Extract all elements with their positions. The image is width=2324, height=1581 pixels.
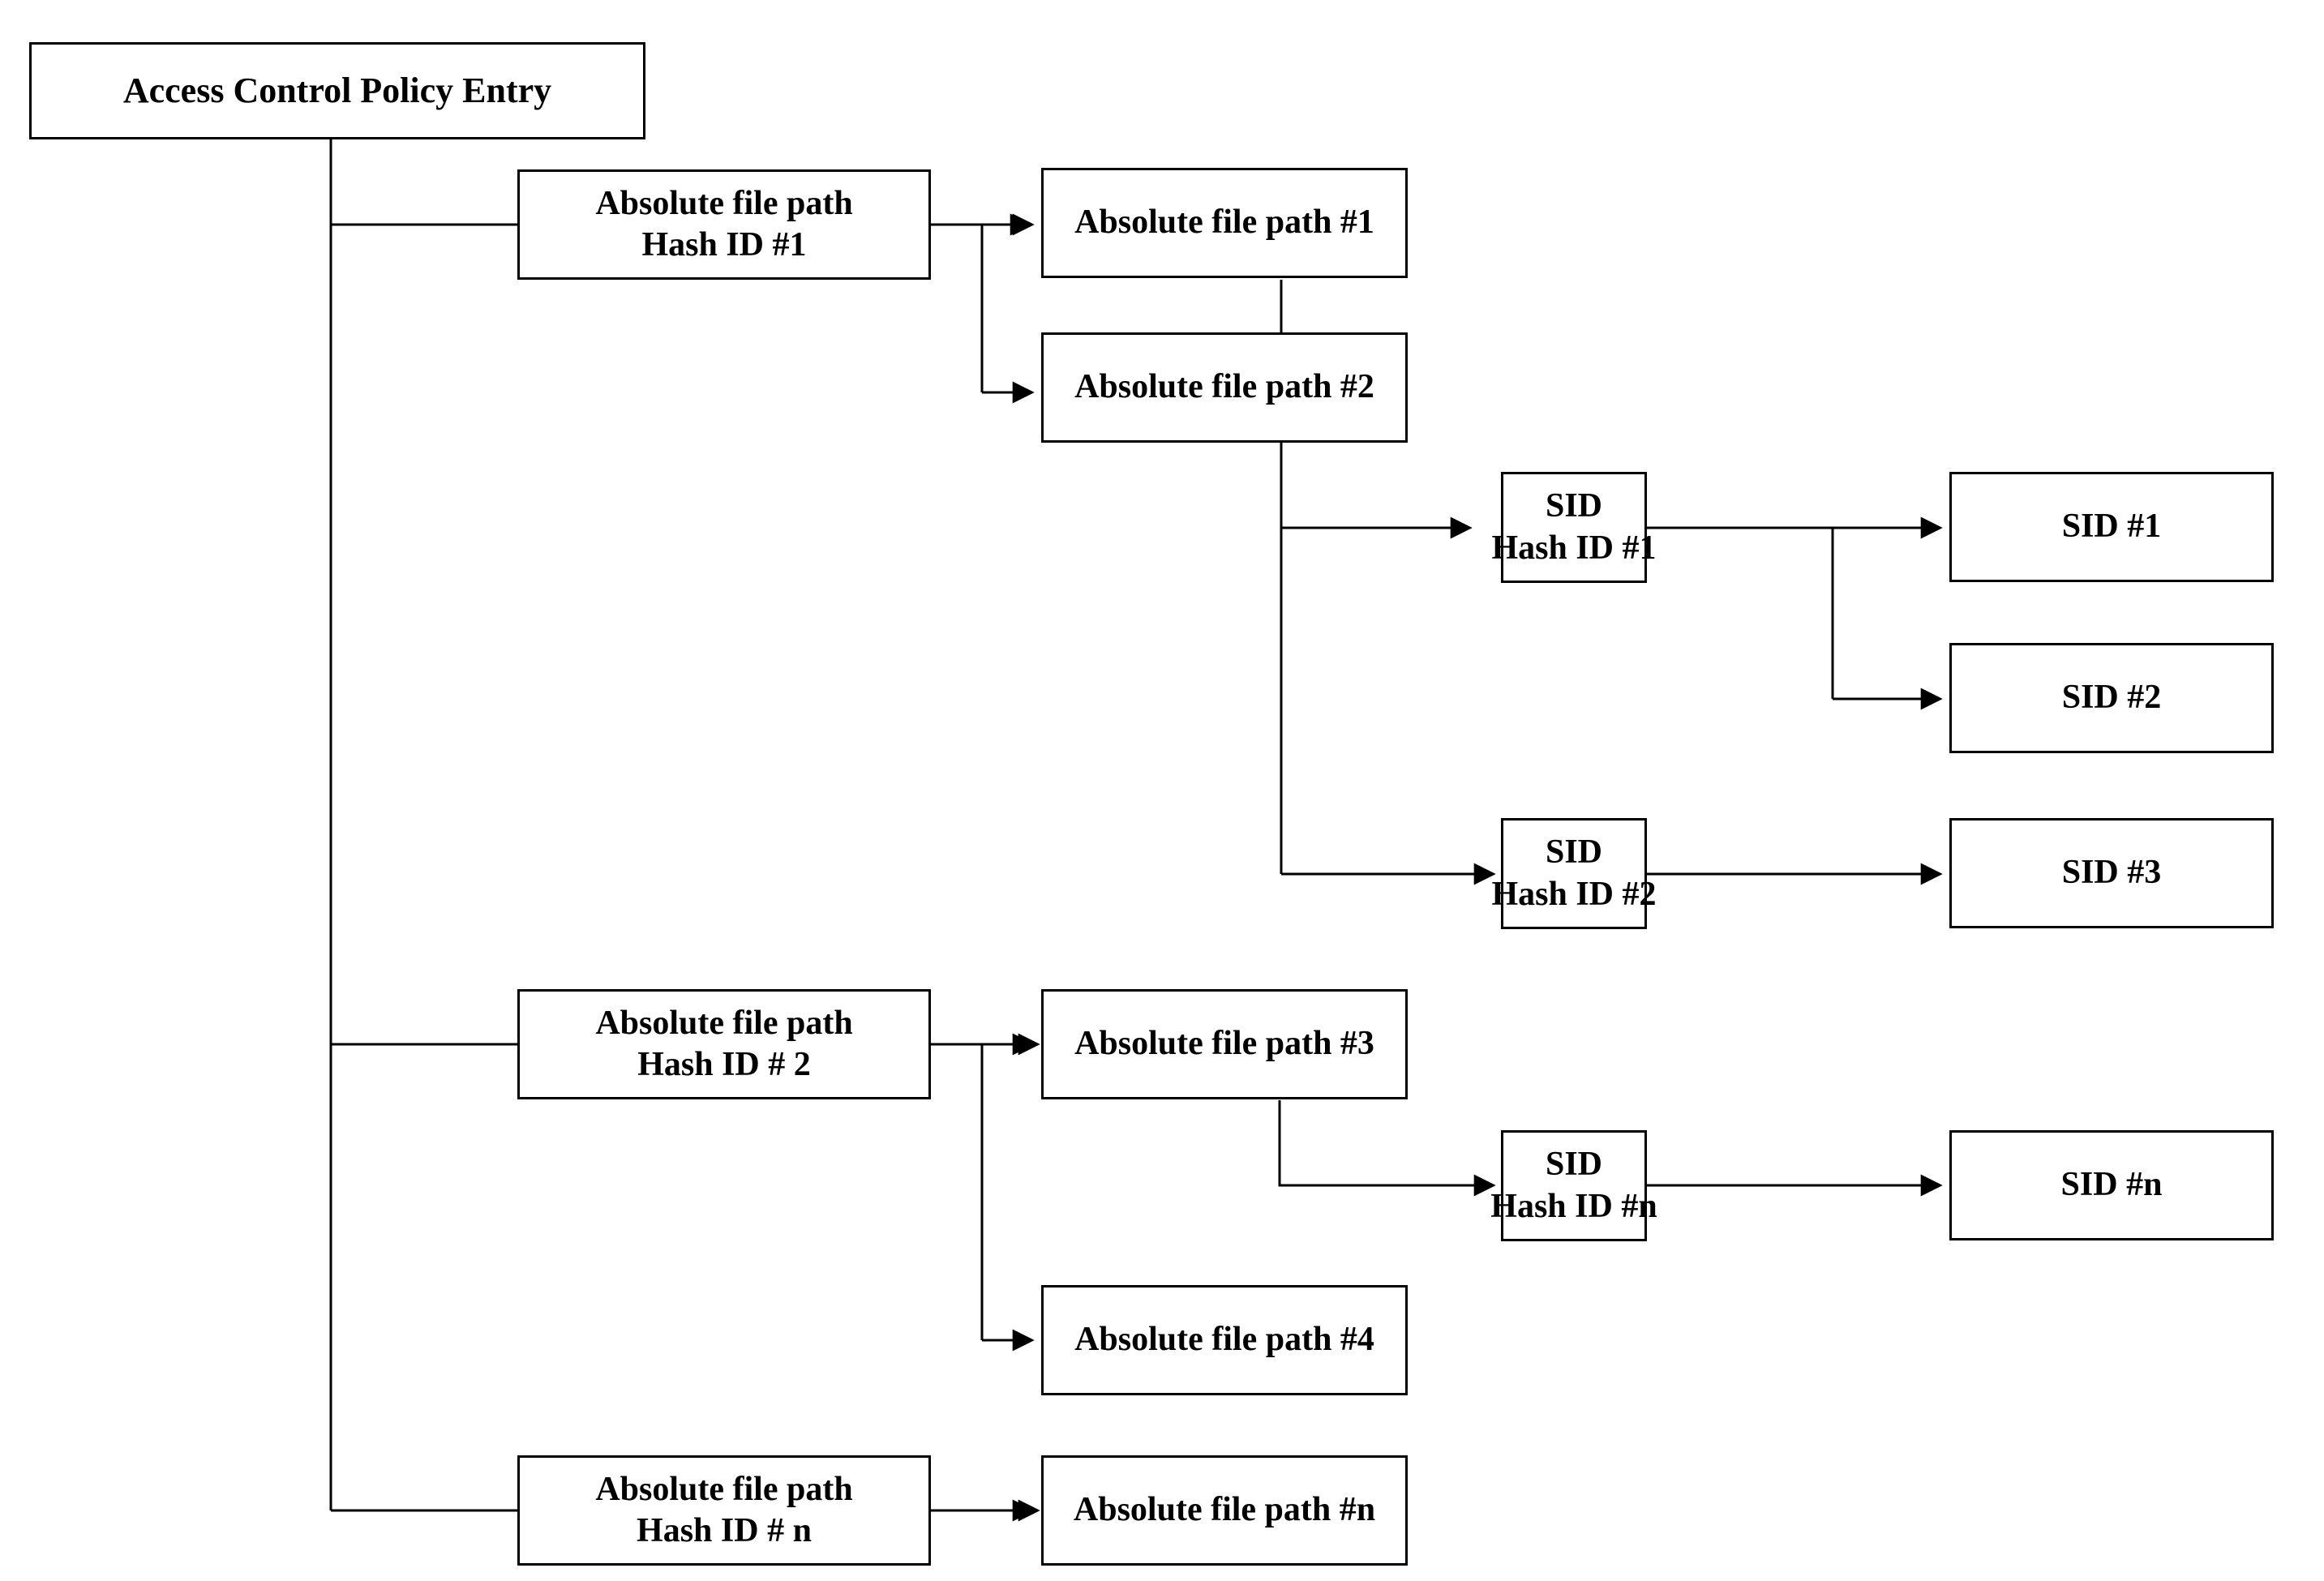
node-access-control-policy-entry[interactable]: Access Control Policy Entry	[29, 42, 645, 139]
node-label: Absolute file path #4	[1074, 1321, 1374, 1359]
node-label-line2: Hash ID #2	[1491, 875, 1657, 913]
node-label: Absolute file path #3	[1074, 1025, 1374, 1063]
node-label-line2: Hash ID # 2	[637, 1046, 811, 1083]
node-label: Access Control Policy Entry	[122, 71, 552, 111]
node-label: Absolute file path #2	[1074, 368, 1374, 406]
node-label-line1: Absolute file path	[595, 1004, 853, 1042]
node-absolute-file-path-3[interactable]: Absolute file path #3	[1041, 989, 1408, 1099]
node-label-line1: Absolute file path	[595, 1470, 853, 1508]
node-label-line2: Hash ID # n	[637, 1512, 812, 1549]
node-sid-hash-id-2[interactable]: SID Hash ID #2	[1491, 818, 1657, 929]
edge-filepath3-sidhashn	[1278, 1100, 1496, 1197]
edge-pathhash2-children	[930, 1033, 1035, 1352]
node-sid-hash-id-1[interactable]: SID Hash ID #1	[1491, 472, 1657, 583]
node-label: Absolute file path #1	[1074, 204, 1374, 242]
node-sid-3[interactable]: SID #3	[1949, 818, 2274, 928]
node-label-line1: SID	[1545, 1146, 1603, 1184]
node-absolute-file-path-n[interactable]: Absolute file path #n	[1041, 1455, 1408, 1566]
node-sid-1[interactable]: SID #1	[1949, 472, 2274, 582]
node-label-line2: Hash ID #1	[641, 226, 807, 264]
node-label-line1: SID	[1545, 487, 1603, 525]
edge-root-trunk	[329, 139, 1040, 1522]
node-absolute-file-path-2[interactable]: Absolute file path #2	[1041, 332, 1408, 443]
node-sid-hash-id-n[interactable]: SID Hash ID #n	[1490, 1130, 1657, 1241]
node-label: SID #2	[2061, 679, 2162, 717]
node-label-line2: Hash ID #1	[1491, 529, 1657, 567]
edge-pathhash1-children	[930, 213, 1035, 404]
node-label: SID #n	[2060, 1166, 2163, 1204]
node-label: Absolute file path #n	[1073, 1491, 1376, 1529]
node-sid-2[interactable]: SID #2	[1949, 643, 2274, 753]
node-absolute-file-path-hash-id-2[interactable]: Absolute file path Hash ID # 2	[517, 989, 931, 1099]
edge-sidhash1-children	[1646, 516, 1943, 710]
node-label: SID #1	[2061, 508, 2162, 546]
node-sid-n[interactable]: SID #n	[1949, 1130, 2274, 1240]
node-absolute-file-path-hash-id-n[interactable]: Absolute file path Hash ID # n	[517, 1455, 931, 1566]
node-label-line2: Hash ID #n	[1490, 1187, 1657, 1225]
node-absolute-file-path-1[interactable]: Absolute file path #1	[1041, 168, 1408, 278]
node-absolute-file-path-hash-id-1[interactable]: Absolute file path Hash ID #1	[517, 169, 931, 280]
node-absolute-file-path-4[interactable]: Absolute file path #4	[1041, 1285, 1408, 1395]
node-label-line1: SID	[1545, 833, 1603, 872]
node-label-line1: Absolute file path	[595, 184, 853, 222]
node-label: SID #3	[2061, 854, 2162, 892]
